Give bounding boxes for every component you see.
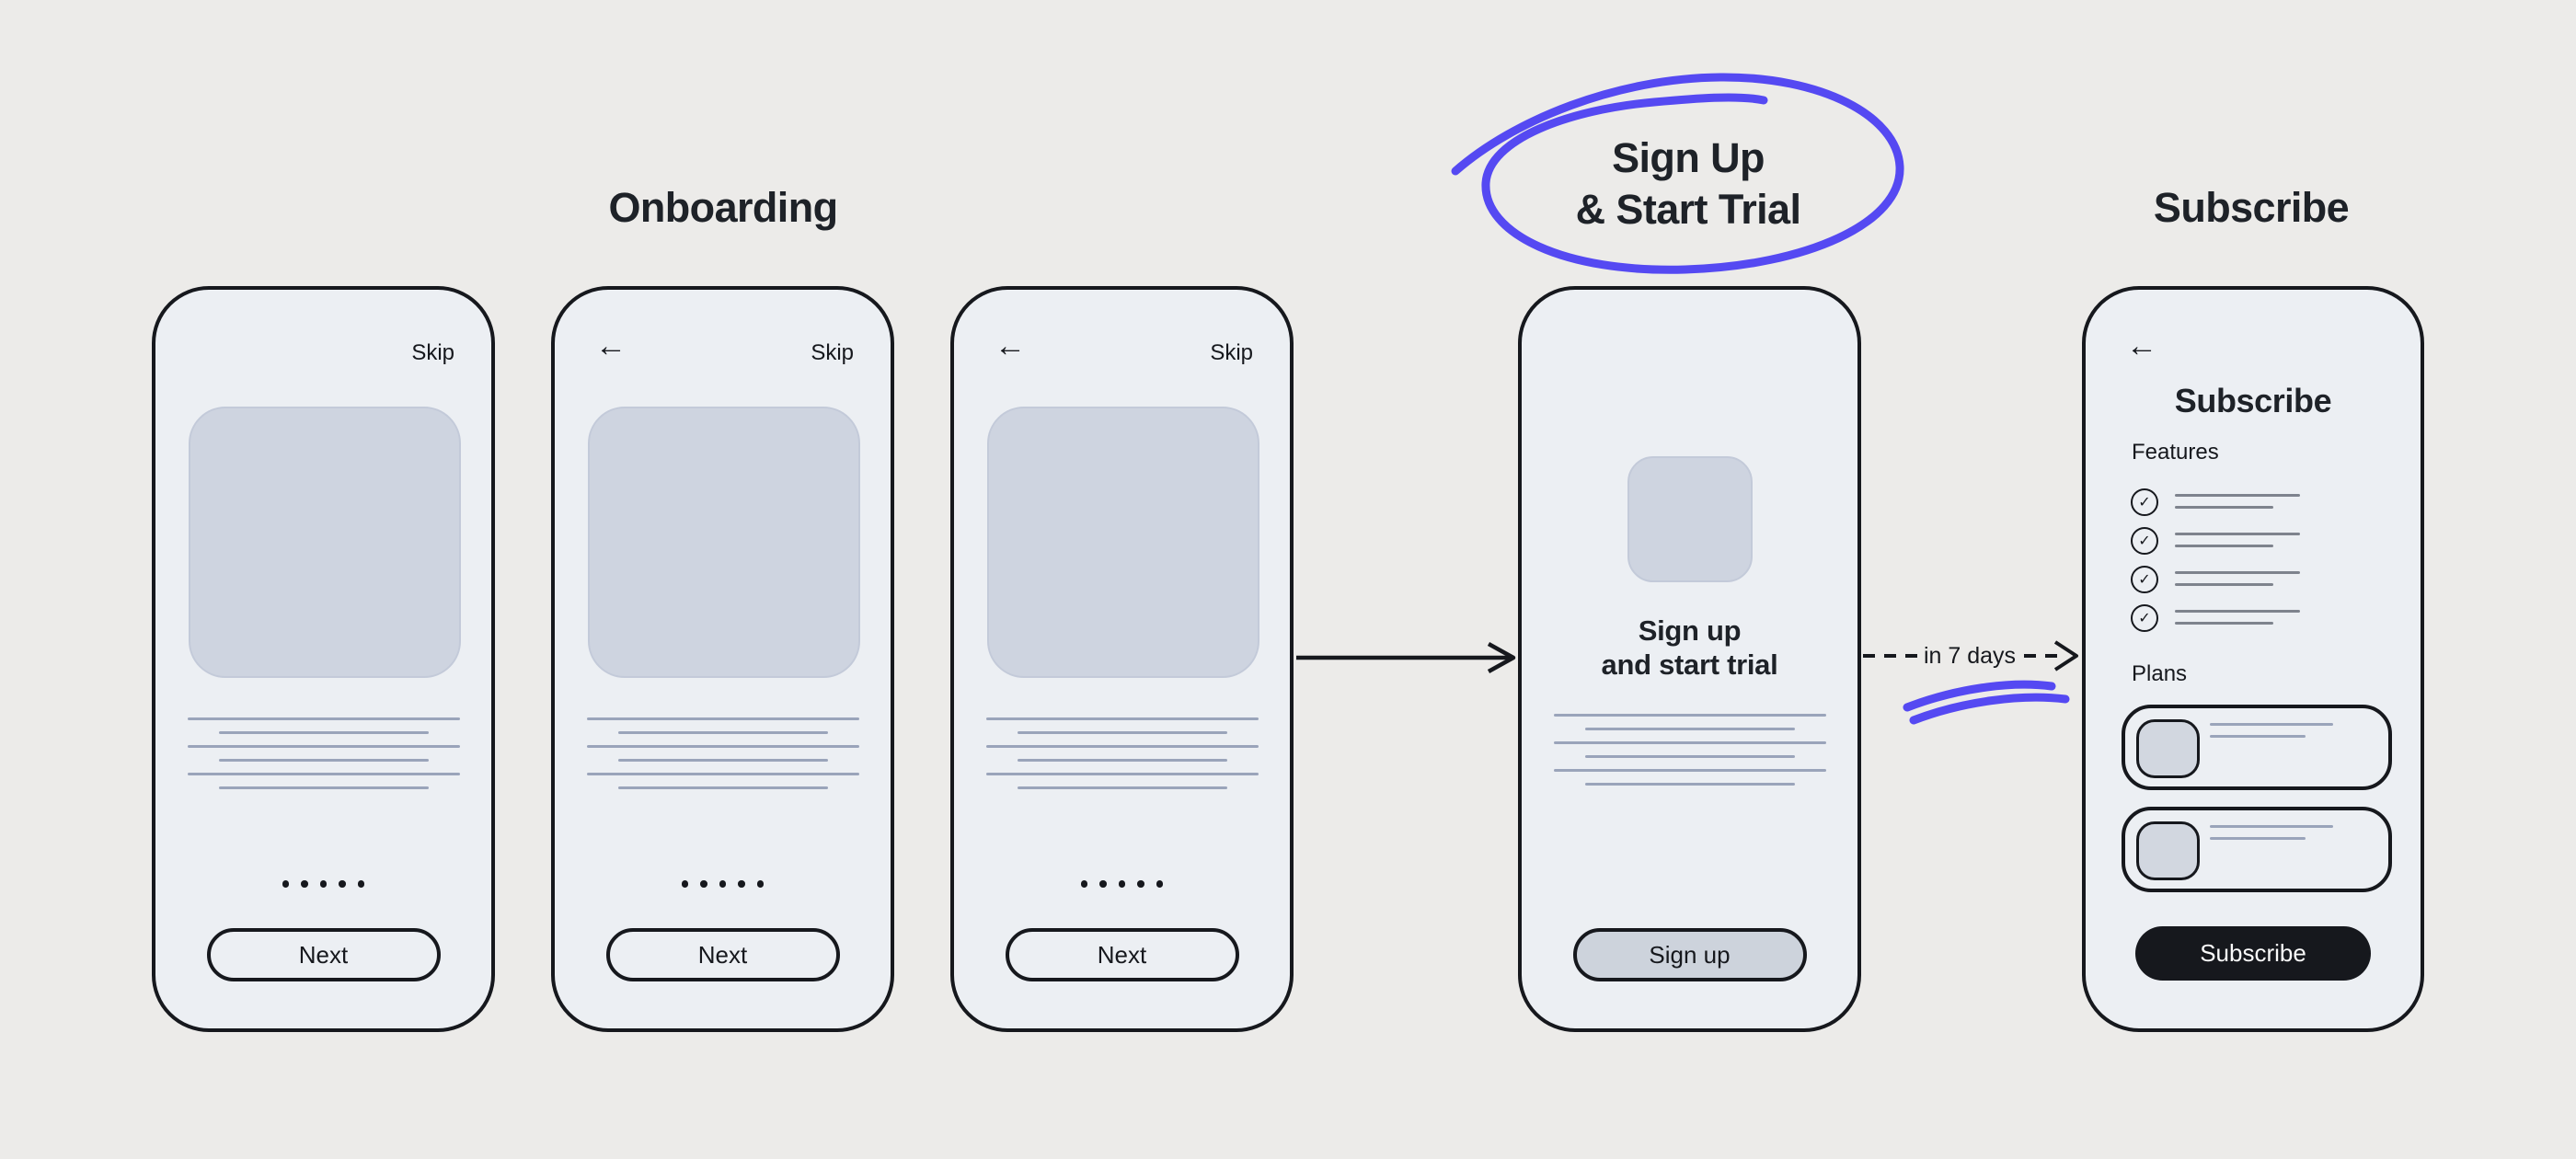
feature-item: ✓ [2131,488,2370,516]
image-placeholder [189,407,461,678]
onboarding-screen-3: ← Skip Next [950,286,1294,1032]
feature-item: ✓ [2131,527,2370,555]
plans-label: Plans [2132,661,2188,686]
onboarding-section-title: Onboarding [608,184,839,231]
logo-placeholder [1627,456,1753,582]
next-button[interactable]: Next [605,928,840,981]
skip-button[interactable]: Skip [411,340,454,365]
subscribe-screen: ← Subscribe Features ✓ ✓ ✓ ✓ Plans Subsc… [2082,286,2424,1032]
back-arrow-icon[interactable]: ← [2126,328,2157,363]
plan-thumbnail [2136,821,2200,880]
page-indicator-dots [954,880,1290,888]
plan-option-1[interactable] [2122,705,2392,790]
signup-screen: Sign up and start trial Sign up [1518,286,1861,1032]
onboarding-screen-2: ← Skip Next [551,286,894,1032]
subscribe-heading: Subscribe [2174,382,2332,419]
skip-button[interactable]: Skip [1210,340,1253,365]
plan-option-2[interactable] [2122,807,2392,892]
signup-button[interactable]: Sign up [1572,928,1807,981]
image-placeholder [987,407,1259,678]
signup-section-title: Sign Up & Start Trial [1403,132,1973,235]
annotation-underline-top [1903,680,2056,712]
image-placeholder [588,407,860,678]
subscribe-section-title: Subscribe [2153,184,2350,231]
next-button[interactable]: Next [206,928,441,981]
next-button[interactable]: Next [1005,928,1239,981]
back-arrow-icon[interactable]: ← [595,328,627,363]
onboarding-screen-1: Skip Next [152,286,495,1032]
signup-heading: Sign up and start trial [1522,614,1857,682]
text-skeleton [555,717,891,789]
plan-thumbnail [2136,719,2200,778]
skip-button[interactable]: Skip [811,340,854,365]
text-skeleton [1522,714,1857,786]
page-indicator-dots [155,880,491,888]
features-label: Features [2132,440,2219,465]
signup-section-title-line2: & Start Trial [1575,186,1801,233]
check-circle-icon: ✓ [2131,566,2158,593]
trial-delay-label: in 7 days [1923,643,2017,669]
signup-section-title-line1: Sign Up [1612,134,1765,181]
annotation-underline-bottom [1909,693,2070,725]
back-arrow-icon[interactable]: ← [995,328,1026,363]
flow-arrow-onboarding-to-signup [1296,642,1516,673]
text-skeleton [954,717,1290,789]
check-circle-icon: ✓ [2131,527,2158,555]
check-circle-icon: ✓ [2131,488,2158,516]
page-indicator-dots [555,880,891,888]
feature-item: ✓ [2131,604,2370,632]
feature-item: ✓ [2131,566,2370,593]
signup-heading-line2: and start trial [1601,648,1778,681]
check-circle-icon: ✓ [2131,604,2158,632]
subscribe-button[interactable]: Subscribe [2135,926,2371,981]
signup-heading-line1: Sign up [1638,614,1742,647]
text-skeleton [155,717,491,789]
